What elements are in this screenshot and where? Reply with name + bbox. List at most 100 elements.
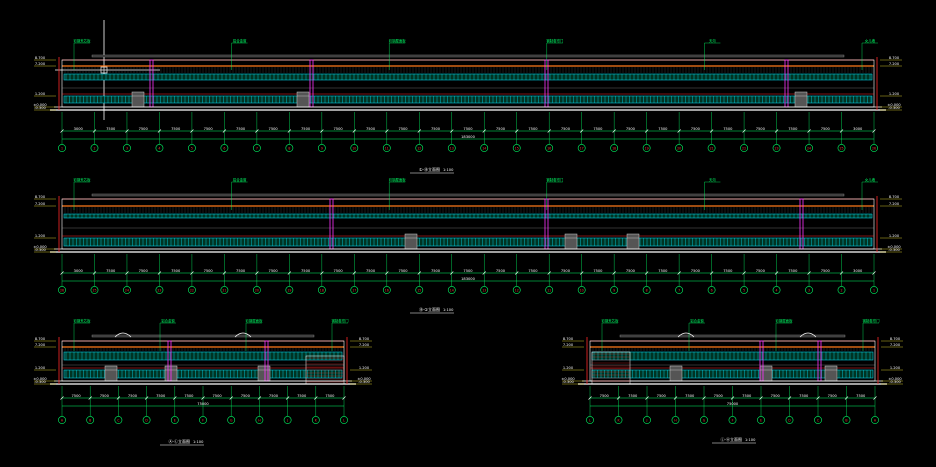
- axis-label: 7: [678, 288, 680, 292]
- leader-note: 彩钢屋面板: [389, 177, 407, 182]
- axis-bubble: [675, 144, 684, 152]
- dim-tick: [774, 271, 779, 275]
- axis-bubble: [814, 416, 822, 424]
- span-label: 7500: [398, 269, 408, 273]
- roller-door: [404, 233, 418, 250]
- axis-bubble: [220, 144, 229, 152]
- dim-tick: [257, 396, 262, 400]
- axis-label: 22: [742, 146, 746, 150]
- dim-tick: [385, 129, 389, 133]
- axis-label: 6: [223, 146, 225, 150]
- axis-bubble: [283, 416, 292, 424]
- span-label: 7500: [106, 127, 116, 131]
- span-label: 7500: [297, 394, 307, 398]
- axis-bubble: [86, 416, 95, 424]
- axis-bubble: [586, 416, 594, 424]
- dim-tick: [173, 396, 177, 400]
- level-label-left: 8.700: [35, 56, 46, 60]
- dim-tick: [190, 271, 194, 275]
- axis-bubble: [870, 144, 878, 152]
- axis-bubble: [785, 416, 794, 424]
- span-label: 7500: [756, 269, 766, 273]
- span-label: 7500: [685, 394, 695, 398]
- span-label: 7500: [771, 394, 781, 398]
- axis-bubble: [285, 286, 294, 294]
- dim-tick: [616, 396, 621, 400]
- leader-note: 彩钢夹芯板: [74, 38, 92, 43]
- dim-tick: [60, 129, 64, 133]
- span-label: 7500: [204, 269, 214, 273]
- axis-bubble: [707, 286, 716, 294]
- span-label: 7500: [128, 394, 138, 398]
- dim-tick: [287, 271, 292, 275]
- span-label: 7500: [691, 269, 701, 273]
- axis-bubble: [512, 144, 521, 152]
- axis-bubble: [252, 286, 261, 294]
- leader-note: 铝合金窗: [161, 318, 175, 323]
- axis-bubble: [805, 144, 813, 152]
- dim-tick: [730, 396, 735, 400]
- axis-label: 2: [93, 146, 95, 150]
- axis-label: 25: [92, 288, 96, 292]
- dim-tick: [742, 129, 746, 133]
- leader-note: 铝合金窗: [233, 177, 247, 182]
- span-label: 7500: [657, 394, 667, 398]
- level-label-left: 7.200: [35, 202, 46, 206]
- axis-label: 3: [808, 288, 810, 292]
- span-label: 3000: [853, 127, 863, 131]
- roof-vent: [799, 332, 817, 338]
- axis-label: 14: [450, 288, 454, 292]
- roof-vent: [677, 332, 695, 338]
- dim-tick: [352, 129, 357, 133]
- level-label-left: 7.200: [35, 343, 46, 347]
- dim-tick: [807, 271, 811, 275]
- span-label: 7500: [269, 269, 279, 273]
- level-label-left: 1.200: [35, 92, 46, 96]
- span-label: 7500: [821, 269, 831, 273]
- axis-bubble: [545, 286, 554, 294]
- axis-bubble: [610, 286, 619, 294]
- axis-label: 2: [841, 288, 843, 292]
- axis-label: 12: [515, 288, 519, 292]
- axis-label: B: [89, 418, 91, 422]
- span-label: 7500: [856, 394, 866, 398]
- axis-label: 10: [580, 288, 584, 292]
- axis-bubble: [512, 286, 521, 294]
- level-label-right: -0.300: [888, 106, 900, 110]
- dim-tick: [482, 271, 486, 275]
- dim-tick: [352, 271, 357, 275]
- level-label-left: 7.200: [35, 62, 46, 66]
- roller-door: [131, 91, 145, 108]
- axis-bubble: [707, 144, 716, 152]
- level-label-right: ±0.000: [887, 245, 901, 249]
- axis-label: 19: [287, 288, 291, 292]
- roller-door: [296, 91, 310, 108]
- level-label-right: 8.700: [889, 56, 900, 60]
- axis-label: B: [845, 418, 847, 422]
- axis-label: F: [202, 418, 204, 422]
- dim-tick: [612, 271, 616, 275]
- span-label: 3000: [74, 127, 84, 131]
- roller-door: [759, 365, 773, 382]
- level-label-right: 1.200: [889, 92, 900, 96]
- level-label-right: 7.200: [359, 343, 370, 347]
- axis-bubble: [842, 416, 851, 424]
- level-label-left: 8.700: [35, 195, 46, 199]
- axis-bubble: [757, 416, 765, 424]
- dim-tick: [201, 396, 205, 400]
- dim-tick: [157, 129, 162, 133]
- elevation-title: ⑲-①立面图: [419, 306, 440, 312]
- axis-bubble: [415, 286, 424, 294]
- dim-tick: [255, 129, 259, 133]
- leader-note: 女儿墙: [865, 38, 876, 43]
- dim-tick: [255, 271, 259, 275]
- dim-tick: [547, 271, 551, 275]
- dim-tick: [92, 271, 97, 275]
- axis-label: 1: [61, 146, 63, 150]
- axis-label: 23: [775, 146, 779, 150]
- level-label-left: -0.300: [34, 106, 46, 110]
- roller-door: [794, 91, 808, 108]
